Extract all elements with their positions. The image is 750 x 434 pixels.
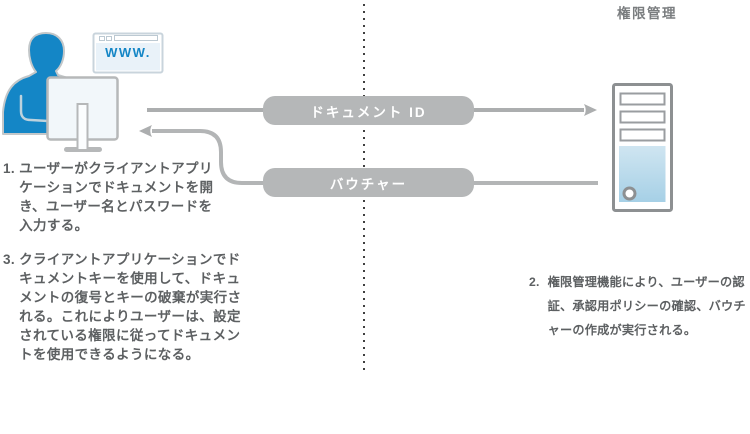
document-id-pill: ドキュメント ID	[263, 96, 474, 125]
voucher-pill-label: バウチャー	[329, 176, 408, 192]
step-3-number: 3.	[3, 252, 16, 267]
monitor-icon	[46, 76, 119, 152]
voucher-pill: バウチャー	[263, 168, 474, 197]
step-1-number: 1.	[3, 161, 16, 176]
server-icon	[612, 83, 673, 212]
browser-window-icon	[92, 32, 164, 74]
step-1-description: ユーザーがクライアントアプリ ケーションでドキュメントを開 き、ユーザー名とパス…	[19, 161, 214, 233]
step-3-description: クライアントアプリケーションでド キュメントキーを使用して、ドキュ メントの復号…	[19, 252, 242, 362]
server-title: 権限管理	[617, 6, 677, 21]
step-2-number: 2.	[529, 275, 540, 289]
browser-www-label: WWW.	[105, 45, 151, 60]
step-2-text: 2. 権限管理機能により、ユーザーの認 証、承認用ポリシーの確認、バウチ ャーの…	[529, 270, 750, 342]
step-3-text: 3. クライアントアプリケーションでド キュメントキーを使用して、ドキュ メント…	[3, 250, 265, 364]
document-id-pill-label: ドキュメント ID	[310, 104, 427, 120]
step-2-description: 権限管理機能により、ユーザーの認 証、承認用ポリシーの確認、バウチ ャーの作成が…	[547, 275, 746, 337]
voucher-arrow	[139, 125, 598, 185]
step-1-text: 1. ユーザーがクライアントアプリ ケーションでドキュメントを開 き、ユーザー名…	[3, 159, 238, 235]
